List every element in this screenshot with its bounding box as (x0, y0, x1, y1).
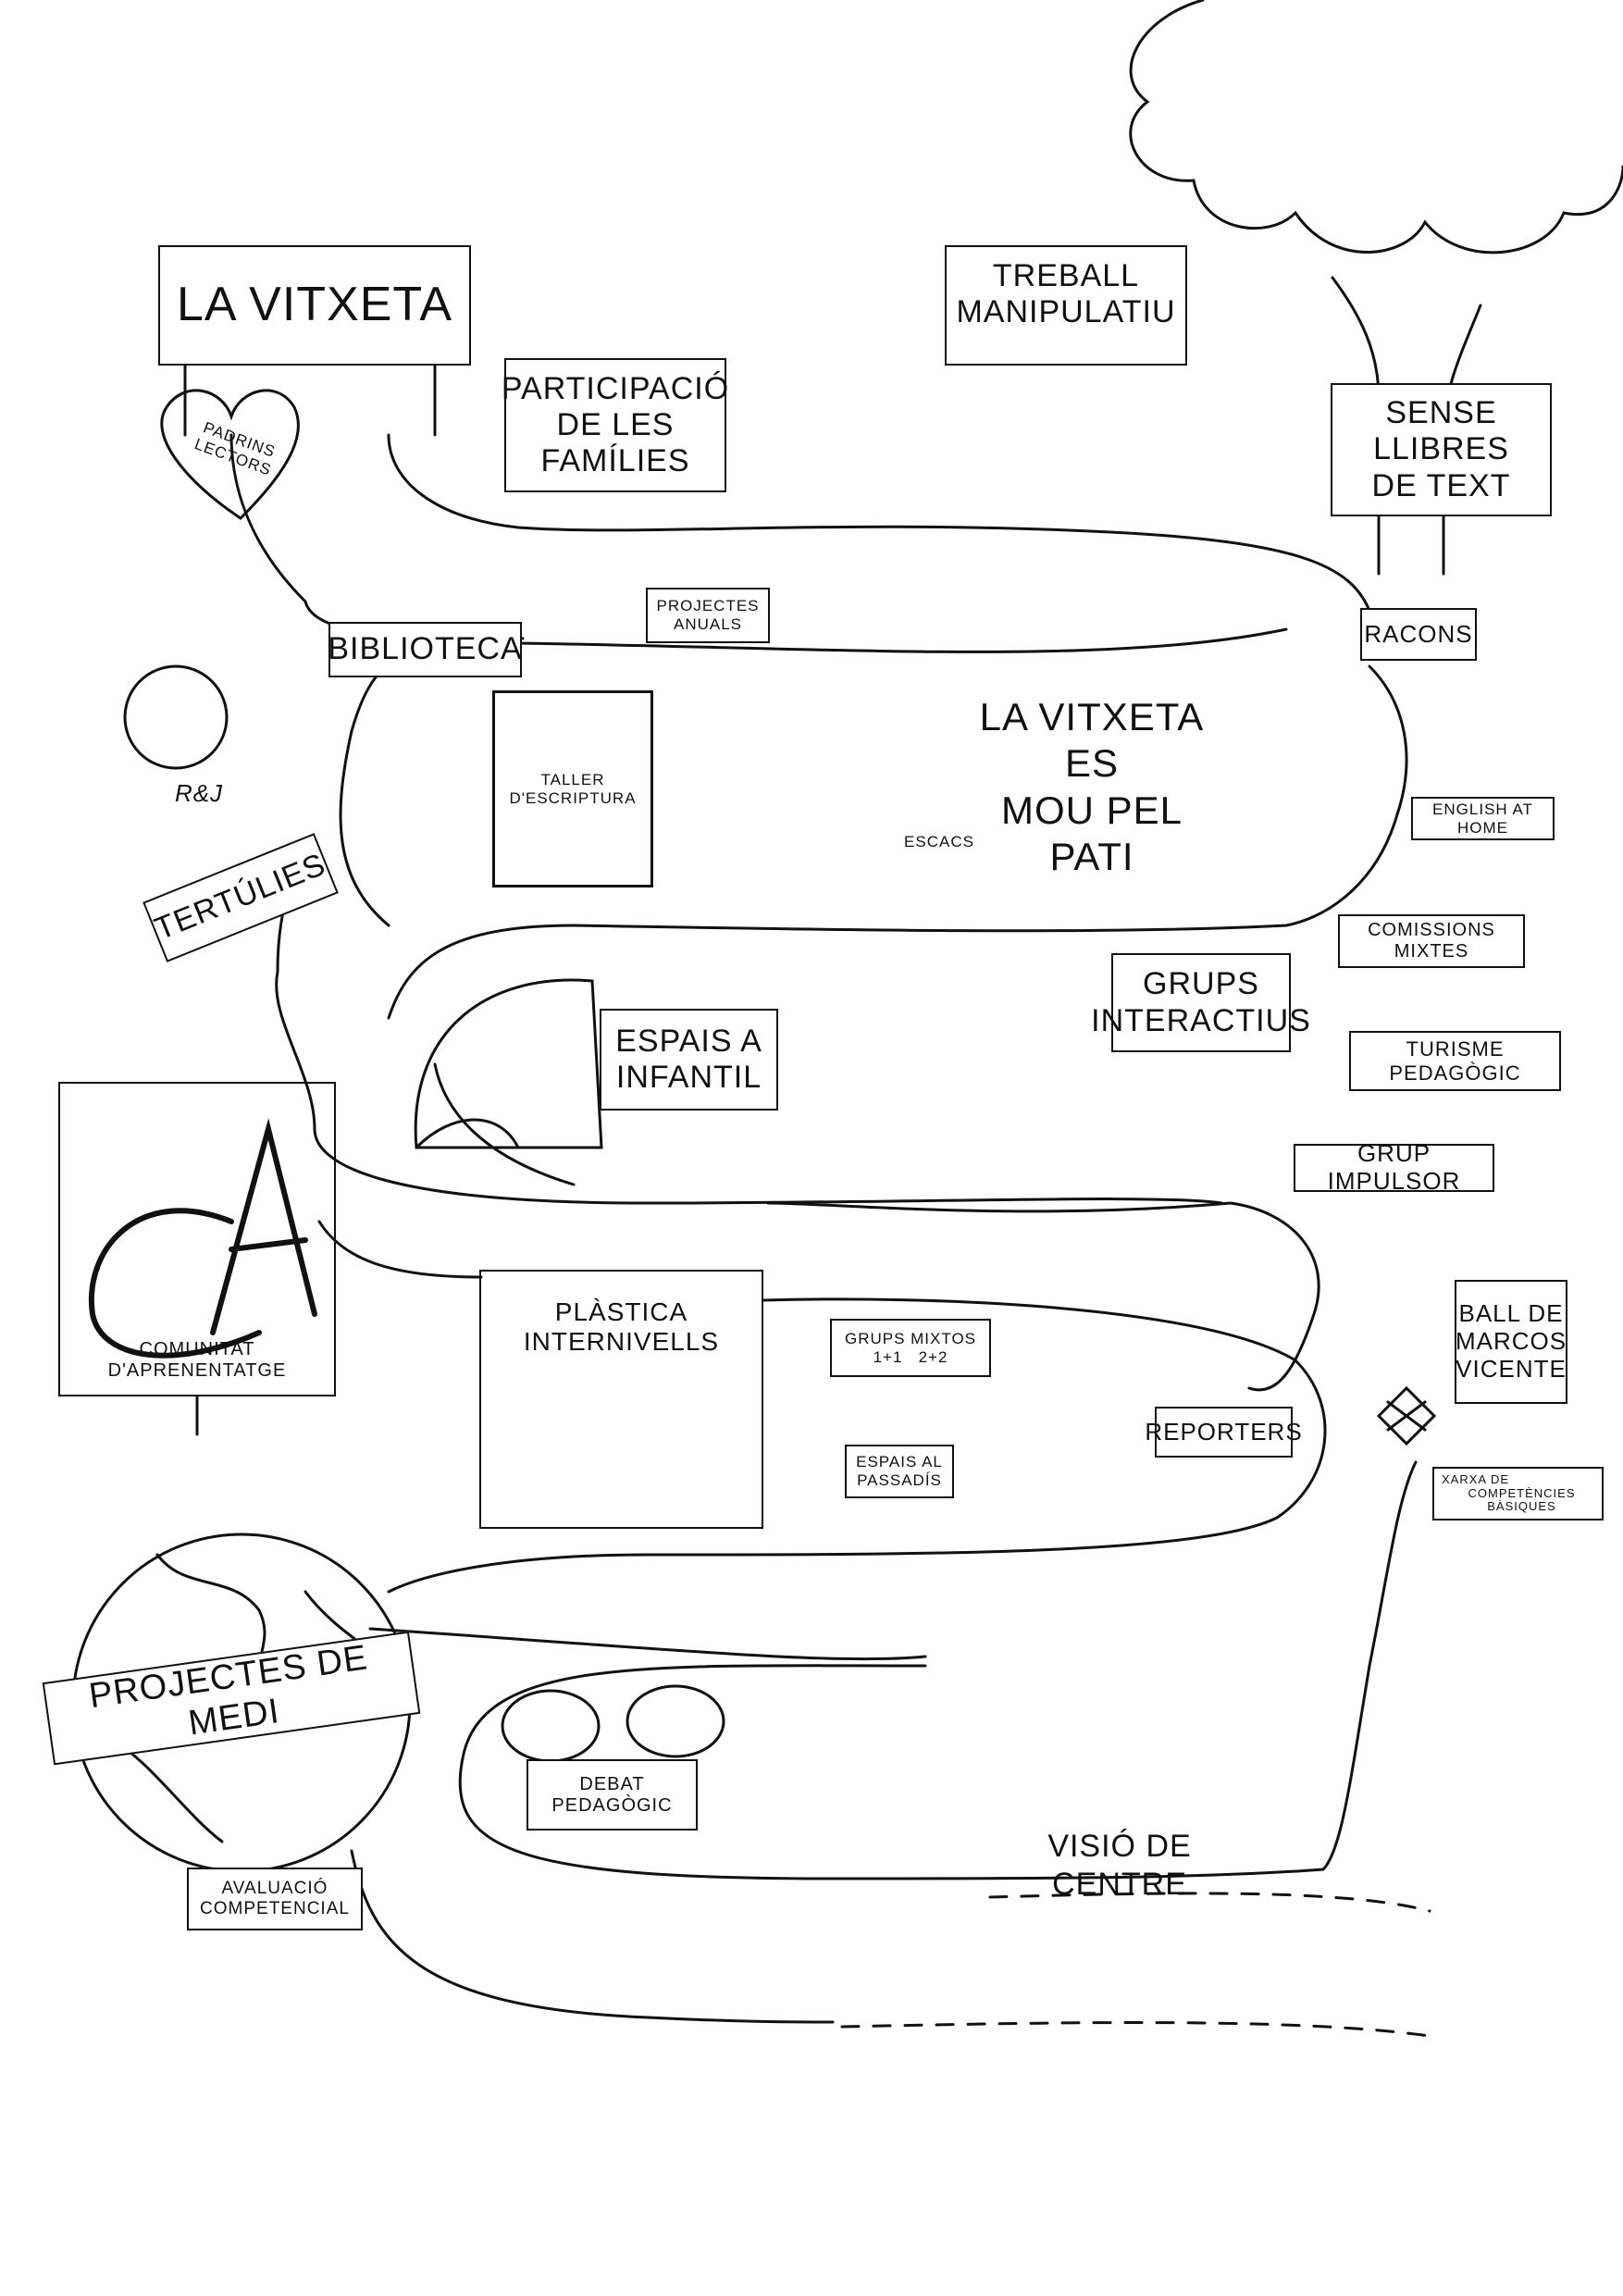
label-reporters: REPORTERS (1145, 1407, 1302, 1458)
road-edge (350, 1849, 835, 2024)
tent-dome (414, 978, 603, 1149)
label-turisme-pedagogic: TURISME PEDAGÒGIC (1349, 1031, 1561, 1091)
label-line: TURISME PEDAGÒGIC (1389, 1037, 1521, 1085)
label-line: MARCOS (1455, 1327, 1567, 1356)
label-line: INFANTIL (615, 1060, 762, 1095)
label-line: ANUALS (673, 615, 743, 633)
road-edge (317, 1220, 483, 1279)
label-line: REPORTERS (1145, 1417, 1303, 1446)
label-line: AVALUACIÓ (221, 1879, 328, 1899)
label-comissions-mixtes: COMISSIONS MIXTES (1338, 914, 1525, 968)
label-line: PEDAGÒGIC (551, 1794, 673, 1816)
label-line: PROJECTES (656, 597, 760, 615)
road-edge (433, 1062, 576, 1186)
label-escacs: ESCACS (902, 833, 976, 851)
label-line: COMUNITAT D'APRENENTATGE (107, 1339, 287, 1381)
label-line: XARXA DE (1442, 1471, 1510, 1486)
label-sense-llibres: SENSE LLIBRES DE TEXT (1331, 383, 1552, 516)
label-line: DE TEXT (1371, 467, 1511, 503)
label-line: BIBLIOTECA (328, 631, 523, 667)
label-line: PLÀSTICA (554, 1297, 688, 1326)
road-edge (275, 840, 1223, 1205)
page-title: LA VITXETA (176, 278, 453, 332)
label-line: FAMÍLIES (540, 443, 690, 479)
label-taller-escriptura: TALLER D'ESCRIPTURA (492, 690, 653, 887)
label-line: DE LES (556, 406, 675, 442)
road-edge (458, 1460, 1418, 1880)
label-line: MOU PEL PATI (1000, 788, 1183, 879)
label-grups-interactius: GRUPS INTERACTIUS (1091, 953, 1310, 1052)
label-line: ESPAIS A (615, 1023, 762, 1059)
label-line: VICENTE (1456, 1354, 1567, 1383)
label-line: PASSADÍS (857, 1471, 942, 1489)
label-grup-impulsor: GRUP IMPULSOR (1294, 1139, 1494, 1195)
tree-canopy (1129, 0, 1623, 254)
label-biblioteca: BIBLIOTECA (328, 622, 522, 677)
label-visio-centre: VISIÓ DE CENTRE (981, 1828, 1258, 1904)
label-debat-pedagogic: DEBAT PEDAGÒGIC (527, 1759, 698, 1831)
road-edge (387, 1297, 1327, 1594)
label-treball-manipulatiu: TREBALL MANIPULATIU (945, 245, 1187, 366)
label-line: MANIPULATIU (956, 294, 1176, 330)
label-ball-marcos-vicente: BALL DE MARCOS VICENTE (1455, 1280, 1567, 1404)
label-plastica-internivells: PLÀSTICA INTERNIVELLS (479, 1270, 763, 1529)
label-line: COMPETENCIAL (200, 1899, 350, 1918)
label-line: INTERACTIUS (1091, 1002, 1311, 1038)
label-line: D'ESCRIPTURA (509, 788, 637, 807)
label-espais-passadis: ESPAIS AL PASSADÍS (845, 1445, 954, 1498)
label-line: 1+1 2+2 (873, 1347, 948, 1366)
compass-badge (1376, 1385, 1437, 1446)
speech-bubble (501, 1689, 601, 1763)
label-line: COMPETÈNCIES BÀSIQUES (1468, 1485, 1576, 1514)
comunitat-aprenentatge-board: CA COMUNITAT D'APRENENTATGE (58, 1082, 336, 1396)
label-mou-pel-pati: LA VITXETA ES MOU PEL PATI (962, 694, 1221, 881)
label-grups-mixtos: GRUPS MIXTOS 1+1 2+2 (830, 1319, 991, 1377)
label-line: SENSE LLIBRES (1373, 395, 1509, 467)
label-participacio-families: PARTICIPACIÓ DE LES FAMÍLIES (501, 358, 730, 492)
ca-logo (88, 1118, 317, 1359)
road-edge (387, 433, 1371, 613)
label-line: ESPAIS AL (856, 1453, 943, 1471)
title-sign: LA VITXETA (158, 245, 471, 366)
label-line: TALLER (540, 770, 605, 788)
label-line: TREBALL (992, 258, 1140, 293)
label-line: INTERNIVELLS (523, 1327, 720, 1357)
label-projectes-anuals: PROJECTES ANUALS (646, 588, 770, 643)
label-line: COMISSIONS MIXTES (1368, 920, 1495, 962)
padrins-heart (160, 389, 300, 520)
road-edge (368, 1627, 927, 1661)
label-line: DEBAT (579, 1773, 645, 1794)
speech-bubble (626, 1684, 725, 1758)
label-line: LA VITXETA ES (979, 695, 1205, 786)
label-line: R&J (174, 779, 224, 807)
label-line: GRUPS (1143, 966, 1259, 1002)
label-english-at-home: ENGLISH AT HOME (1411, 797, 1555, 840)
label-racons: RACONS (1360, 608, 1477, 661)
title-sign-posts (183, 364, 437, 437)
label-line: GRUP IMPULSOR (1327, 1139, 1461, 1195)
road-edge (766, 1201, 1320, 1392)
label-line: ESCACS (904, 833, 974, 850)
label-line: RACONS (1364, 619, 1473, 648)
label-line: BALL DE (1458, 1299, 1564, 1328)
label-espais-infantil: ESPAIS A INFANTIL (600, 1009, 778, 1111)
label-line: VISIÓ DE CENTRE (1047, 1829, 1192, 1902)
label-line: PARTICIPACIÓ (501, 370, 730, 406)
label-avaluacio-competencial: AVALUACIÓ COMPETENCIAL (187, 1868, 363, 1930)
road-dashes (840, 1892, 1431, 2038)
label-line: ENGLISH AT HOME (1432, 800, 1533, 837)
label-line: GRUPS MIXTOS (844, 1329, 977, 1347)
hot-air-balloon (123, 664, 229, 770)
label-xarxa-competencies: XARXA DE COMPETÈNCIES BÀSIQUES (1432, 1467, 1604, 1520)
label-rj-heart: R&J (171, 779, 227, 808)
road-edge (387, 664, 1408, 1020)
